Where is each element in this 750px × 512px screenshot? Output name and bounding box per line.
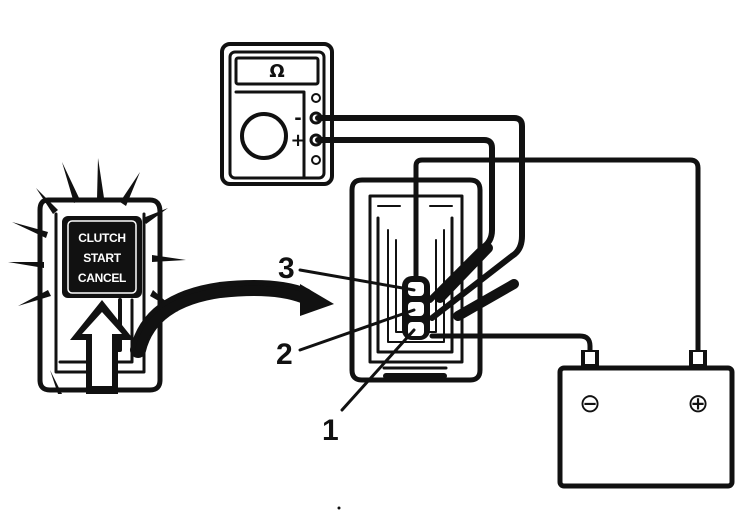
battery-wires <box>413 157 701 357</box>
negative-symbol: ⊖ <box>579 389 601 419</box>
switch-face <box>62 216 142 298</box>
switch-label-line2: START <box>83 251 122 265</box>
svg-text:+: + <box>290 130 305 151</box>
switch-label-line1: CLUTCH <box>78 231 126 245</box>
positive-symbol: ⊕ <box>687 389 709 419</box>
terminal-3 <box>408 282 424 296</box>
curved-arrow <box>130 280 334 358</box>
multimeter: Ω - + <box>220 42 334 186</box>
switch-label-line3: CANCEL <box>78 271 126 285</box>
callout-1: 1 <box>322 414 339 447</box>
callouts: 3 2 1 <box>276 252 416 447</box>
switch-connector <box>349 177 483 383</box>
ohm-symbol: Ω <box>269 61 284 82</box>
meter-dial <box>240 112 288 160</box>
switch-panel: CLUTCH START CANCEL <box>8 158 186 394</box>
callout-3: 3 <box>278 252 295 285</box>
test-leads <box>315 115 525 321</box>
svg-text:-: - <box>294 108 301 129</box>
battery: ⊖ ⊕ <box>557 350 735 489</box>
callout-2: 2 <box>276 338 293 371</box>
terminal-2 <box>408 302 424 316</box>
